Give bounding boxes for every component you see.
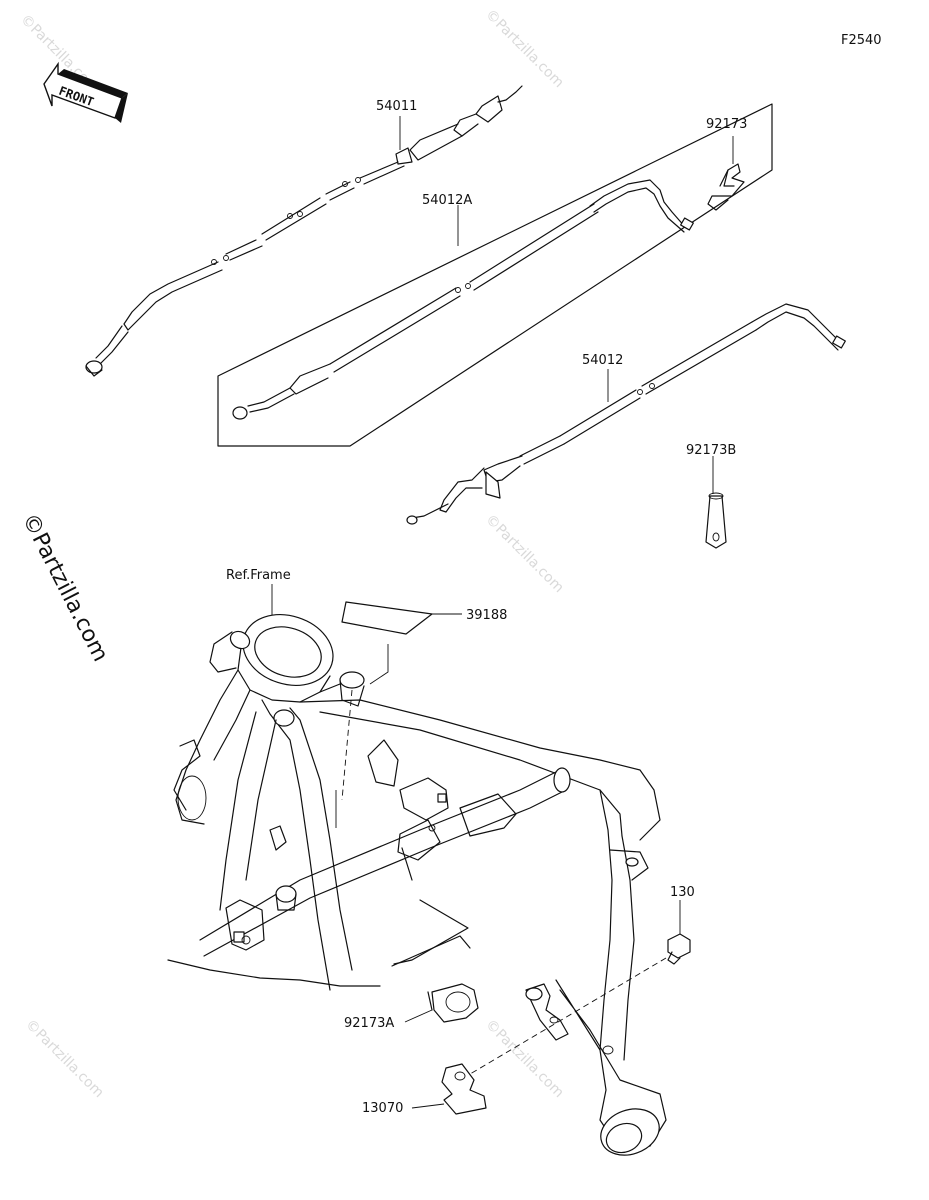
motorcycle-frame (167, 614, 667, 1156)
leader-13070 (411, 1103, 445, 1109)
throttle-cable (406, 303, 846, 525)
cable-clip (707, 163, 745, 211)
leader-39188-placement (369, 644, 389, 685)
watermark-top-center: ©Partzilla.com (482, 7, 567, 92)
caution-label-plate (341, 601, 433, 635)
label-54011: 54011 (376, 99, 417, 114)
leader-92173A (404, 1009, 433, 1023)
front-arrow-icon: FRONT (43, 61, 128, 123)
label-92173: 92173 (706, 117, 747, 132)
label-ref-frame: Ref.Frame (226, 568, 291, 583)
watermark-bottom-left: ©Partzilla.com (22, 1017, 107, 1102)
mounting-bracket (441, 1063, 487, 1115)
label-54012: 54012 (582, 353, 623, 368)
throttle-cable-a (232, 179, 694, 420)
label-92173B: 92173B (686, 443, 736, 458)
label-54012A: 54012A (422, 193, 472, 208)
label-39188: 39188 (466, 608, 507, 623)
diagram-code: F2540 (841, 33, 882, 48)
cable-band (705, 492, 727, 549)
watermark-middle: ©Partzilla.com (482, 512, 567, 597)
cable-clamp (427, 983, 479, 1023)
label-13070: 13070 (362, 1101, 403, 1116)
watermark-main: ©Partzilla.com (17, 509, 113, 665)
watermark-bottom-center: ©Partzilla.com (482, 1017, 567, 1102)
faint-watermarks: ©Partzilla.com ©Partzilla.com ©Partzilla… (17, 7, 567, 1102)
bolt (667, 933, 691, 965)
label-92173A: 92173A (344, 1016, 394, 1031)
label-130: 130 (670, 885, 695, 900)
kit-box-outline (217, 103, 773, 447)
clutch-cable (85, 85, 523, 377)
